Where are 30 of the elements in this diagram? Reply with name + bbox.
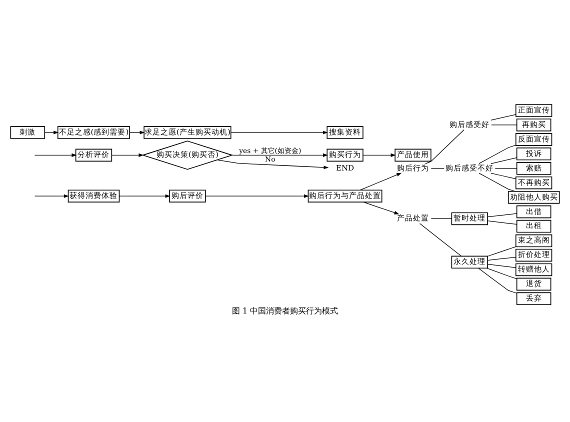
arrow bbox=[362, 152, 396, 156]
connector bbox=[478, 172, 516, 192]
connector bbox=[478, 267, 518, 294]
connector bbox=[487, 263, 516, 268]
arrow bbox=[232, 152, 328, 156]
arrow bbox=[34, 194, 69, 198]
connector bbox=[486, 267, 518, 279]
connector bbox=[419, 222, 462, 256]
arrow bbox=[111, 152, 144, 156]
connector bbox=[487, 212, 518, 217]
connector bbox=[490, 156, 518, 164]
arrow bbox=[205, 194, 310, 198]
connector bbox=[487, 256, 516, 260]
arrow bbox=[119, 194, 170, 198]
arrow bbox=[230, 130, 328, 134]
arrow bbox=[363, 201, 400, 214]
connector bbox=[487, 220, 518, 224]
arrow bbox=[360, 172, 402, 190]
arrow bbox=[34, 152, 77, 156]
connector bbox=[487, 246, 516, 256]
connector bbox=[490, 172, 516, 179]
arrow bbox=[130, 130, 145, 134]
arrow bbox=[44, 130, 59, 134]
caption: 图 1 中国消费者购买行为模式 bbox=[232, 305, 338, 316]
arrow bbox=[217, 159, 329, 169]
connector bbox=[490, 114, 516, 120]
connector bbox=[478, 144, 516, 164]
connector bbox=[425, 128, 464, 164]
connector bbox=[491, 124, 518, 125]
connector bbox=[430, 218, 452, 219]
